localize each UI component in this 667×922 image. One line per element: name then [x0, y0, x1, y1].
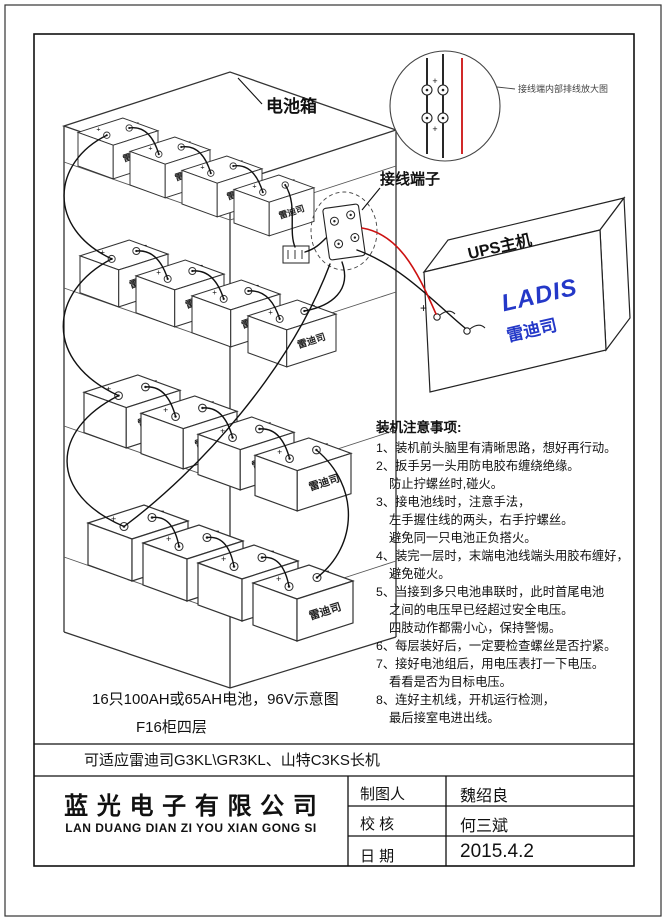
battery-box-label: 电池箱: [266, 96, 317, 116]
caption-compatibility: 可适应雷迪司G3KL\GR3KL、山特C3KS长机: [84, 752, 380, 769]
note-line: 2、扳手另一头用防电胶布缠绕绝缘。: [376, 459, 580, 473]
ups-front-face: [423, 229, 607, 393]
detail-black-wires: [426, 54, 444, 158]
note-line: 四肢动作都需小心，保持警惕。: [389, 621, 562, 635]
note-line: 1、装机前头脑里有清晰思路，想好再行动。: [376, 441, 617, 455]
ups-positive-wire-red: [361, 227, 437, 315]
titleblock-lines: [34, 743, 634, 866]
breaker-box: [282, 245, 310, 264]
company-name: 蓝 光 电 子 有 限 公 司: [64, 793, 318, 820]
field-value-date: 2015.4.2: [460, 841, 534, 862]
company-pinyin: LAN DUANG DIAN ZI YOU XIAN GONG SI: [65, 821, 317, 835]
note-line: 5、当接到多只电池串联时，此时首尾电池: [376, 585, 605, 599]
terminal-leader-line: [361, 187, 381, 211]
note-line: 最后接室电进出线。: [389, 711, 500, 725]
field-value-drafter: 魏绍良: [460, 788, 509, 805]
note-line: 6、每层装好后，一定要检查螺丝是否拧紧。: [376, 639, 617, 653]
note-line: 避免碰火。: [389, 567, 451, 581]
inter-layer-wire: [62, 258, 120, 397]
note-line: 之间的电压早已经超过安全电压。: [389, 603, 574, 617]
note-line: 避免同一只电池正负搭火。: [389, 531, 537, 545]
wire-pigtail: [439, 310, 486, 330]
inter-layer-wire: [315, 449, 349, 579]
ups-plus-mark: +: [420, 301, 427, 315]
drawing-frame: [33, 33, 635, 867]
field-value-checker: 何三斌: [460, 818, 509, 835]
ups-input-terminal-icon: [463, 327, 471, 335]
field-label-date: 日 期: [360, 848, 395, 865]
note-line: 防止拧螺丝时,碰火。: [389, 477, 504, 491]
note-line: 8、连好主机线，开机运行检测，: [376, 693, 555, 707]
note-line: 7、接好电池组后，用电压表打一下电压。: [376, 657, 605, 671]
note-line: 看看是否为目标电压。: [389, 675, 512, 689]
ups-input-terminal-icon: [433, 313, 441, 321]
note-line: 左手握住线的两头，右手拧螺丝。: [389, 513, 574, 527]
terminal-detail-circle: + + 接线端内部排线放大图: [389, 50, 608, 162]
detail-leader-line: [496, 86, 516, 90]
inter-layer-wire: [63, 134, 113, 260]
caption-cabinet-layers: F16柜四层: [136, 719, 207, 736]
ups-unit: UPS主机 LADIS 雷迪司 +: [420, 196, 631, 393]
callouts: 电池箱 接线端子: [237, 77, 440, 211]
battery-array: [77, 117, 354, 642]
terminal-block-label: 接线端子: [380, 170, 440, 188]
ups-negative-wire: [356, 249, 466, 329]
detail-caption: 接线端内部排线放大图: [518, 83, 608, 94]
caption-battery-spec: 16只100AH或65AH电池，96V示意图: [92, 691, 339, 708]
field-label-checker: 校 核: [360, 816, 395, 833]
riser-wire: [123, 263, 331, 528]
field-label-drafter: 制图人: [360, 786, 406, 803]
outer-border: [4, 4, 662, 917]
installation-notes: 装机注意事项: 1、装机前头脑里有清晰思路，想好再行动。 2、扳手另一头用防电胶…: [376, 416, 636, 727]
battery-box-leader-line: [237, 77, 263, 105]
inter-layer-wire: [66, 394, 125, 528]
detail-plus-mark: +: [432, 124, 437, 134]
notes-title: 装机注意事项:: [376, 420, 462, 435]
note-line: 4、装完一层时，末端电池线端头用胶布缠好，: [376, 549, 629, 563]
wiring: [62, 127, 466, 588]
note-line: 3、接电池线时，注意手法，: [376, 495, 531, 509]
detail-plus-mark: +: [432, 76, 437, 86]
